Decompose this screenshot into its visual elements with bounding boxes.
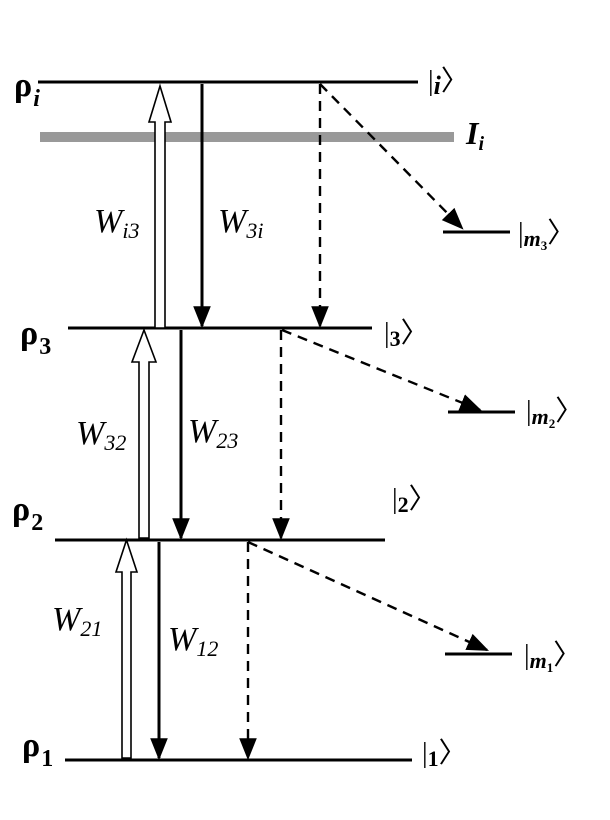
- ket-2-label: |2〉: [392, 483, 437, 517]
- ket-m1-label: |m1〉: [524, 639, 581, 675]
- rate-W23-label: W23: [188, 413, 238, 453]
- ket-1-label: |1〉: [422, 737, 467, 771]
- rate-Wi3-label: Wi3: [94, 203, 139, 243]
- rho-3-label: ρ3: [20, 315, 51, 360]
- ket-m3-label: |m3〉: [518, 217, 575, 253]
- loss-2-to-m1-dashed: [247, 540, 490, 652]
- loss-3-to-m2-dashed: [281, 328, 483, 412]
- rho-1-label: ρ1: [22, 727, 53, 772]
- arrow-Wi3-hollow: [147, 83, 173, 329]
- intensity-label: Ii: [465, 115, 484, 155]
- rho-2-label: ρ2: [12, 491, 43, 536]
- intensity-band: [40, 132, 454, 142]
- rate-W21-label: W21: [52, 601, 102, 641]
- loss-i-to-m3-dashed: [319, 83, 464, 230]
- ket-m2-label: |m2〉: [526, 395, 583, 431]
- rho-i-label: ρi: [14, 67, 40, 112]
- ket-3-label: |3〉: [384, 317, 429, 351]
- rate-W3i-label: W3i: [218, 203, 263, 243]
- rate-W32-label: W32: [76, 415, 126, 455]
- ket-i-label: |i〉: [428, 65, 469, 100]
- rate-W12-label: W12: [168, 621, 218, 661]
- arrow-W21-hollow: [114, 537, 139, 759]
- arrow-W32-hollow: [130, 327, 158, 539]
